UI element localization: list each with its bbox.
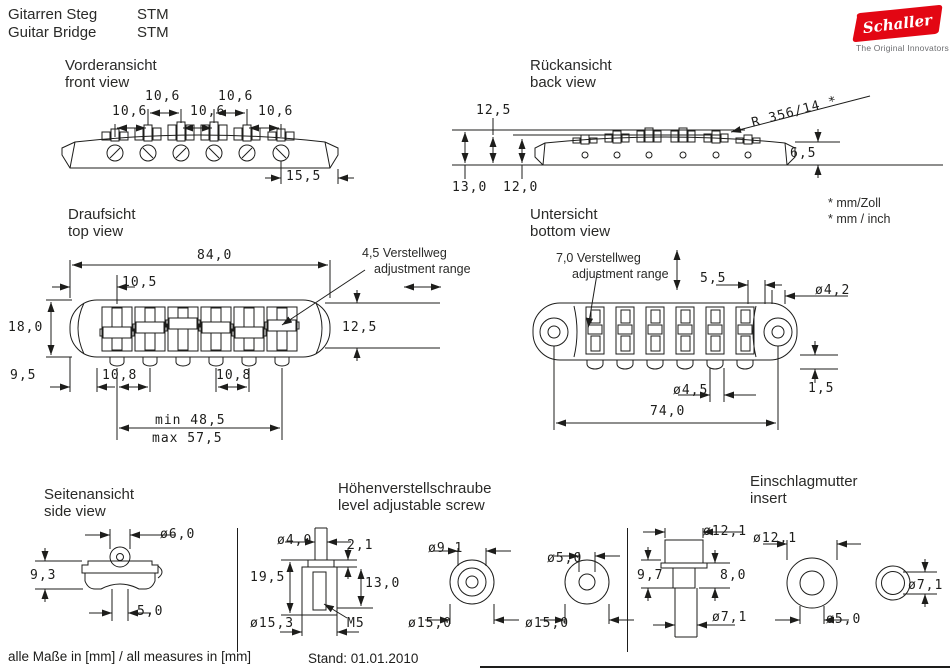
insert-title-en: insert <box>750 490 787 507</box>
screw-dim-d1: ø9,1 <box>428 541 464 556</box>
top-adjust-label-en: adjustment range <box>374 262 471 276</box>
bottom-dim-step: 1,5 <box>808 381 835 396</box>
back-dim-12-0: 12,0 <box>503 180 539 195</box>
side-dim-height: 9,3 <box>30 568 57 583</box>
side-view-title-en: side view <box>44 503 106 520</box>
footer-measures-note: alle Maße in [mm] / all measures in [mm] <box>8 649 252 664</box>
top-dim-length: 84,0 <box>197 248 233 263</box>
back-view-title-de: Rückansicht <box>530 57 612 74</box>
screw-dim-depth: 13,0 <box>365 576 401 591</box>
bottom-dim-pitch: 74,0 <box>650 404 686 419</box>
logo-tagline: The Original Innovators <box>856 43 949 53</box>
screw-title-en: level adjustable screw <box>338 497 485 514</box>
top-dim-offset: 10,5 <box>122 275 158 290</box>
top-dim-min: min 48,5 <box>155 413 226 428</box>
back-dim-6-5: 6,5 <box>790 146 817 161</box>
section-divider-1 <box>237 528 238 652</box>
screw-dim-d3: ø5,0 <box>547 551 583 566</box>
bottom-dim-screw: ø4,5 <box>673 383 709 398</box>
bottom-screw-bumps <box>586 359 754 370</box>
top-dim-saddle-width: 12,5 <box>342 320 378 335</box>
back-view-drawing <box>452 95 943 179</box>
footer-rule <box>480 666 950 668</box>
bottom-saddles <box>585 306 755 355</box>
front-dim-spacing-4: 10,6 <box>190 104 226 119</box>
top-saddles <box>99 306 300 352</box>
side-view-drawing <box>35 529 175 621</box>
back-holes <box>581 151 752 159</box>
front-dim-spacing-3: 10,6 <box>112 104 148 119</box>
front-dim-spacing-5: 10,6 <box>258 104 294 119</box>
screw-title-de: Höhenverstellschraube <box>338 480 492 497</box>
bottom-dim-hole: ø4,2 <box>815 283 851 298</box>
back-dim-12-5: 12,5 <box>476 103 512 118</box>
bottom-view-title-en: bottom view <box>530 223 611 240</box>
insert-dim-head: ø12,1 <box>703 524 748 539</box>
side-dim-screw: 5,0 <box>137 604 164 619</box>
section-divider-2 <box>627 528 628 652</box>
top-dim-pitch-2: 10,8 <box>216 368 252 383</box>
bottom-view-title-de: Untersicht <box>530 206 598 223</box>
footer-date: Stand: 01.01.2010 <box>308 651 419 666</box>
top-view-drawing <box>46 260 441 440</box>
insert-dim-shaft: ø7,1 <box>712 610 748 625</box>
screw-dim-cap: 2,1 <box>347 538 374 553</box>
insert-dim-knurl: 8,0 <box>720 568 747 583</box>
screw-drawing <box>280 527 634 636</box>
brand-logo: Schaller <box>852 5 943 42</box>
back-view-title-en: back view <box>530 74 596 91</box>
top-dim-pitch-1: 10,8 <box>102 368 138 383</box>
insert-dim-hole: ø5,0 <box>826 612 862 627</box>
front-dim-end-offset: 15,5 <box>286 169 322 184</box>
screw-dim-base: ø15,3 <box>250 616 295 631</box>
screw-dim-shaft: ø4,0 <box>277 533 313 548</box>
front-view-drawing <box>61 109 354 184</box>
logo-shape <box>852 5 943 42</box>
front-view-title-en: front view <box>65 74 130 91</box>
top-view-title-de: Draufsicht <box>68 206 136 223</box>
back-dim-13-0: 13,0 <box>452 180 488 195</box>
front-screws <box>106 144 290 162</box>
insert-dim-ring: ø7,1 <box>908 578 944 593</box>
top-view-title-en: top view <box>68 223 124 240</box>
screw-dim-d4: ø15,0 <box>525 616 570 631</box>
bottom-adjust-label-en: adjustment range <box>572 267 669 281</box>
insert-dim-front: ø12,1 <box>753 531 798 546</box>
side-view-title-de: Seitenansicht <box>44 486 135 503</box>
insert-drawing <box>641 528 937 638</box>
model-code-de: STM <box>137 6 169 23</box>
bottom-adjust-label-de: 7,0 Verstellweg <box>556 251 641 265</box>
screw-dim-thread: M5 <box>347 616 365 631</box>
unit-note-de: * mm/Zoll <box>828 196 881 210</box>
front-saddles <box>101 121 295 142</box>
top-dim-end: 9,5 <box>10 368 37 383</box>
bottom-dim-slot: 5,5 <box>700 271 727 286</box>
screw-dim-d2: ø15,0 <box>408 616 453 631</box>
back-saddles <box>572 127 761 145</box>
unit-note-en: * mm / inch <box>828 212 891 226</box>
top-adjust-label-de: 4,5 Verstellweg <box>362 246 447 260</box>
model-code-en: STM <box>137 24 169 41</box>
top-bottom-screws <box>109 356 290 367</box>
insert-title-de: Einschlagmutter <box>750 473 858 490</box>
product-title-de: Gitarren Steg <box>8 6 98 23</box>
screw-dim-height: 19,5 <box>250 570 286 585</box>
side-dim-roller: ø6,0 <box>160 527 196 542</box>
front-view-title-de: Vorderansicht <box>65 57 157 74</box>
top-dim-max: max 57,5 <box>152 431 223 446</box>
bottom-view-drawing <box>532 250 848 430</box>
front-dim-spacing-2: 10,6 <box>218 89 254 104</box>
insert-dim-height: 9,7 <box>637 568 664 583</box>
top-dim-width: 18,0 <box>8 320 44 335</box>
front-dim-spacing-1: 10,6 <box>145 89 181 104</box>
product-title-en: Guitar Bridge <box>8 24 97 41</box>
